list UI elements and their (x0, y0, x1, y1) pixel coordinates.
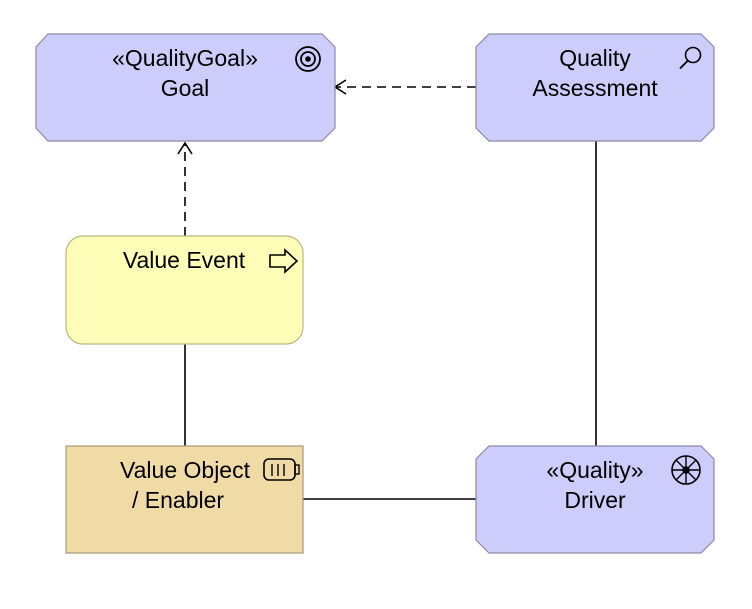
magnifier-icon (679, 46, 702, 70)
arrowhead-goal-bottom (177, 141, 193, 155)
goal-stereotype: «QualityGoal» (112, 45, 258, 71)
driver-wheel-icon (671, 455, 701, 485)
value-event-name: Value Event (122, 247, 246, 273)
value-object-label: Value Object / Enabler (100, 455, 270, 515)
driver-name: Driver (564, 487, 626, 513)
assessment-line1: Quality (559, 45, 631, 71)
driver-label: «Quality» Driver (500, 455, 690, 515)
event-arrow-icon (269, 248, 299, 274)
value-object-line1: Value Object (120, 457, 250, 483)
assessment-label: Quality Assessment (500, 43, 690, 103)
goal-name: Goal (160, 75, 210, 101)
goal-label: «QualityGoal» Goal (80, 43, 290, 103)
driver-stereotype: «Quality» (546, 457, 644, 483)
value-object-line2: / Enabler (132, 487, 225, 513)
value-event-node[interactable] (65, 235, 304, 345)
goal-node[interactable] (35, 33, 336, 142)
assessment-line2: Assessment (532, 75, 658, 101)
assessment-node[interactable] (475, 33, 715, 142)
goal-target-icon (295, 46, 321, 72)
value-event-label: Value Event (100, 245, 268, 275)
resource-battery-icon (263, 458, 300, 481)
driver-node[interactable] (475, 445, 715, 554)
